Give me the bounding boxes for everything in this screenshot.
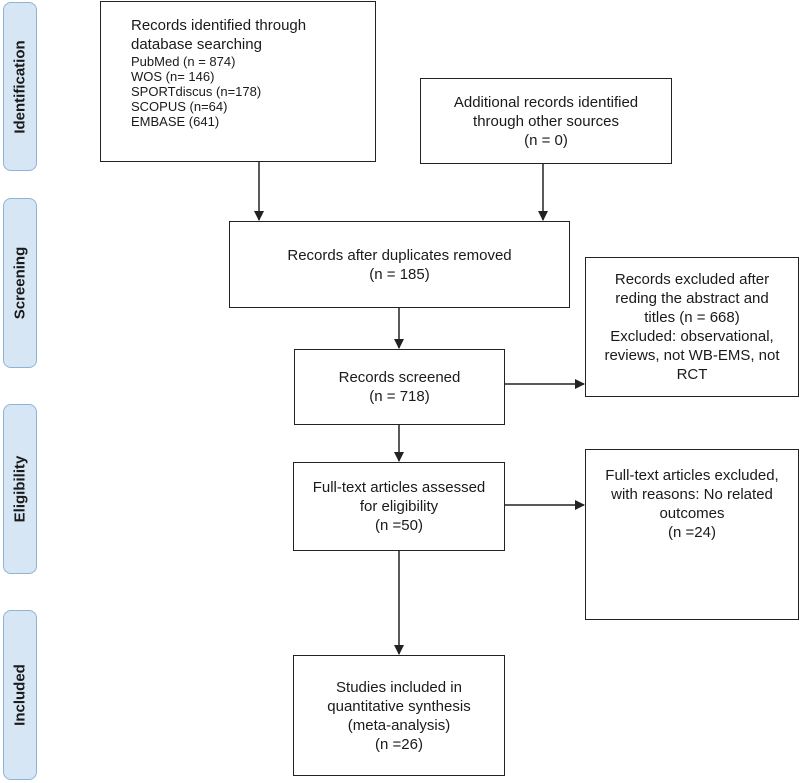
excluded-abstract-line-3: titles (n = 668) xyxy=(644,309,740,326)
included-studies-box: Studies included in quantitative synthes… xyxy=(293,655,505,776)
records-screened-box: Records screened (n = 718) xyxy=(294,349,505,425)
full-text-excluded-count: (n =24) xyxy=(668,524,716,541)
duplicates-removed-line-1: Records after duplicates removed xyxy=(287,246,512,264)
other-sources-count: (n = 0) xyxy=(524,131,568,149)
duplicates-removed-box: Records after duplicates removed (n = 18… xyxy=(229,221,570,308)
full-text-excluded-line-1: Full-text articles excluded, xyxy=(605,467,779,484)
source-sportdiscus: SPORTdiscus (n=178) xyxy=(131,84,262,99)
excluded-abstract-line-2: reding the abstract and xyxy=(615,290,769,307)
excluded-abstract-line-1: Records excluded after xyxy=(614,271,770,288)
phase-identification-label: Identification xyxy=(11,39,29,134)
full-text-assessed-line-1: Full-text articles assessed xyxy=(312,479,486,496)
phase-eligibility-label: Eligibility xyxy=(11,455,29,523)
full-text-assessed-count: (n =50) xyxy=(375,517,423,534)
excluded-abstract-line-5: reviews, not WB-EMS, not xyxy=(604,347,780,364)
source-wos: WOS (n= 146) xyxy=(131,69,215,84)
duplicates-removed-count: (n = 185) xyxy=(369,265,430,283)
source-embase: EMBASE (641) xyxy=(131,114,220,129)
phase-included: Included xyxy=(3,610,37,780)
source-pubmed: PubMed (n = 874) xyxy=(131,54,236,69)
phase-identification: Identification xyxy=(3,2,37,171)
database-search-title-2: database searching xyxy=(131,36,262,53)
included-studies-line-2: quantitative synthesis xyxy=(327,697,471,715)
other-sources-box: Additional records identified through ot… xyxy=(420,78,672,164)
excluded-abstract-line-4: Excluded: observational, xyxy=(610,328,774,345)
other-sources-line-1: Additional records identified xyxy=(453,93,639,111)
phase-eligibility: Eligibility xyxy=(3,404,37,574)
records-screened-count: (n = 718) xyxy=(369,388,430,405)
full-text-excluded-line-2: with reasons: No related xyxy=(611,486,773,503)
excluded-abstract-box: Records excluded after reding the abstra… xyxy=(585,257,799,397)
phase-screening: Screening xyxy=(3,198,37,368)
database-search-box: Records identified through database sear… xyxy=(100,1,376,162)
included-studies-line-3: (meta-analysis) xyxy=(347,716,451,734)
full-text-excluded-box: Full-text articles excluded, with reason… xyxy=(585,449,799,620)
other-sources-line-2: through other sources xyxy=(473,112,619,130)
source-scopus: SCOPUS (n=64) xyxy=(131,99,228,114)
database-search-title-1: Records identified through xyxy=(131,17,307,34)
included-studies-line-1: Studies included in xyxy=(336,678,462,696)
full-text-excluded-line-3: outcomes xyxy=(659,505,725,522)
excluded-abstract-line-6: RCT xyxy=(676,366,708,383)
records-screened-line-1: Records screened xyxy=(338,369,461,386)
included-studies-count: (n =26) xyxy=(375,735,423,753)
full-text-assessed-line-2: for eligibility xyxy=(359,498,439,515)
full-text-assessed-box: Full-text articles assessed for eligibil… xyxy=(293,462,505,551)
phase-included-label: Included xyxy=(11,664,29,726)
phase-screening-label: Screening xyxy=(11,246,29,320)
